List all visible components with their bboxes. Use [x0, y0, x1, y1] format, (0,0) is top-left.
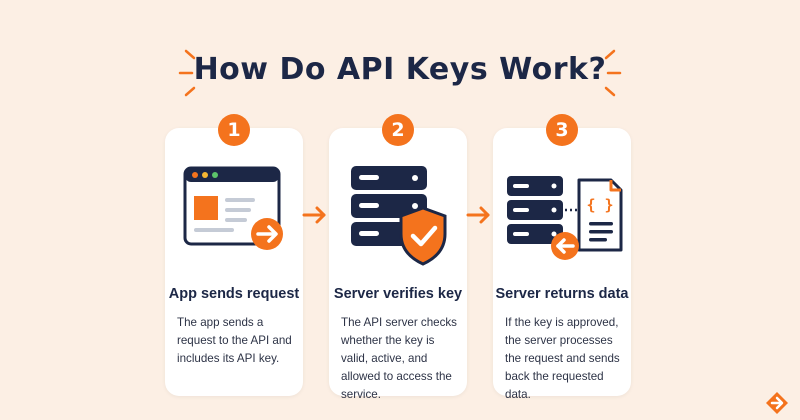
step-heading: App sends request	[168, 286, 300, 302]
arrow-right-icon	[302, 206, 326, 224]
step-heading: Server returns data	[495, 286, 629, 302]
server-shield-check-icon	[351, 166, 447, 266]
spark-right-icon	[604, 49, 622, 97]
brand-logo-icon	[766, 392, 788, 414]
step-description: The app sends a request to the API and i…	[177, 316, 292, 365]
step-description: The API server checks whether the key is…	[341, 316, 457, 401]
page-title: How Do API Keys Work?	[193, 52, 607, 87]
step-description: If the key is approved, the server proce…	[505, 316, 620, 401]
step-number-badge: 2	[382, 114, 414, 146]
step-heading: Server verifies key	[333, 286, 463, 302]
step-number-badge: 3	[546, 114, 578, 146]
browser-window-send-icon	[183, 166, 283, 250]
server-document-return-icon: { }	[507, 176, 623, 260]
step-card-1: App sends request The app sends a reques…	[165, 128, 303, 396]
step-card-2: Server verifies key The API server check…	[329, 128, 467, 401]
title-block: How Do API Keys Work?	[0, 52, 800, 87]
json-braces-glyph: { }	[586, 196, 613, 214]
step-number-badge: 1	[218, 114, 250, 146]
arrow-right-icon	[466, 206, 490, 224]
step-card-3: { } Server returns data If the key is ap…	[493, 128, 631, 401]
spark-left-icon	[178, 49, 196, 97]
